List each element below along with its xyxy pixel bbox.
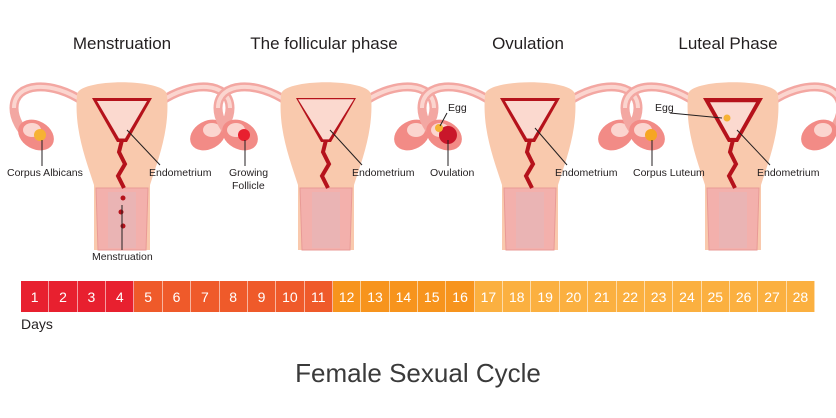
day-cell: 21 xyxy=(588,281,617,312)
label-egg: Egg xyxy=(448,102,467,114)
day-cell: 25 xyxy=(701,281,730,312)
day-cell: 7 xyxy=(191,281,220,312)
label-endometrium: Endometrium xyxy=(757,167,820,179)
label-endometrium: Endometrium xyxy=(555,167,618,179)
day-cell: 9 xyxy=(247,281,277,312)
leader-line xyxy=(329,129,363,166)
day-cell: 4 xyxy=(106,281,135,312)
day-cell: 15 xyxy=(418,281,447,312)
day-cell: 24 xyxy=(673,281,702,312)
day-cell: 26 xyxy=(729,281,759,312)
day-cell: 1 xyxy=(21,281,50,312)
day-cell: 5 xyxy=(134,281,163,312)
day-cell: 3 xyxy=(77,281,107,312)
uterus-illustration xyxy=(417,82,643,251)
diagram-title: Female Sexual Cycle xyxy=(295,358,541,388)
day-cell: 10 xyxy=(276,281,305,312)
label-ovulation: Ovulation xyxy=(430,167,475,179)
day-cell: 17 xyxy=(474,281,504,312)
label-growing: Growing xyxy=(229,167,269,179)
leader-line xyxy=(126,129,161,166)
leader-line xyxy=(669,112,723,119)
day-cell: 23 xyxy=(644,281,674,312)
day-cell: 27 xyxy=(758,281,787,312)
day-cell: 2 xyxy=(49,281,78,312)
leader-line xyxy=(534,127,568,166)
day-cell: 6 xyxy=(162,281,192,312)
uterus-illustration xyxy=(213,82,439,251)
panel-title-follicular: The follicular phase xyxy=(250,34,398,53)
label-corpus-albicans: Corpus Albicans xyxy=(7,167,83,179)
leader-line xyxy=(736,129,771,166)
label-corpus-luteum: Corpus Luteum xyxy=(633,167,705,179)
day-cell: 14 xyxy=(389,281,419,312)
days-label: Days xyxy=(21,316,53,332)
day-cell: 22 xyxy=(616,281,645,312)
panel-title-luteal: Luteal Phase xyxy=(678,34,778,53)
label-endometrium: Endometrium xyxy=(352,167,415,179)
day-cell: 13 xyxy=(361,281,390,312)
day-cell: 18 xyxy=(503,281,532,312)
label-egg: Egg xyxy=(655,102,674,114)
day-cell: 16 xyxy=(446,281,475,312)
day-cell: 19 xyxy=(531,281,560,312)
label-follicle: Follicle xyxy=(232,180,265,192)
panel-title-ovulation: Ovulation xyxy=(492,34,564,53)
panel-title-menstruation: Menstruation xyxy=(72,34,172,53)
day-cell: 8 xyxy=(219,281,248,312)
leader-line xyxy=(439,112,448,127)
day-cell: 28 xyxy=(786,281,816,312)
label-menstruation: Menstruation xyxy=(92,251,153,263)
day-cell: 20 xyxy=(559,281,589,312)
day-cell: 12 xyxy=(332,281,362,312)
uterus-illustration xyxy=(620,82,836,251)
label-endometrium: Endometrium xyxy=(149,167,212,179)
day-cell: 11 xyxy=(304,281,333,312)
